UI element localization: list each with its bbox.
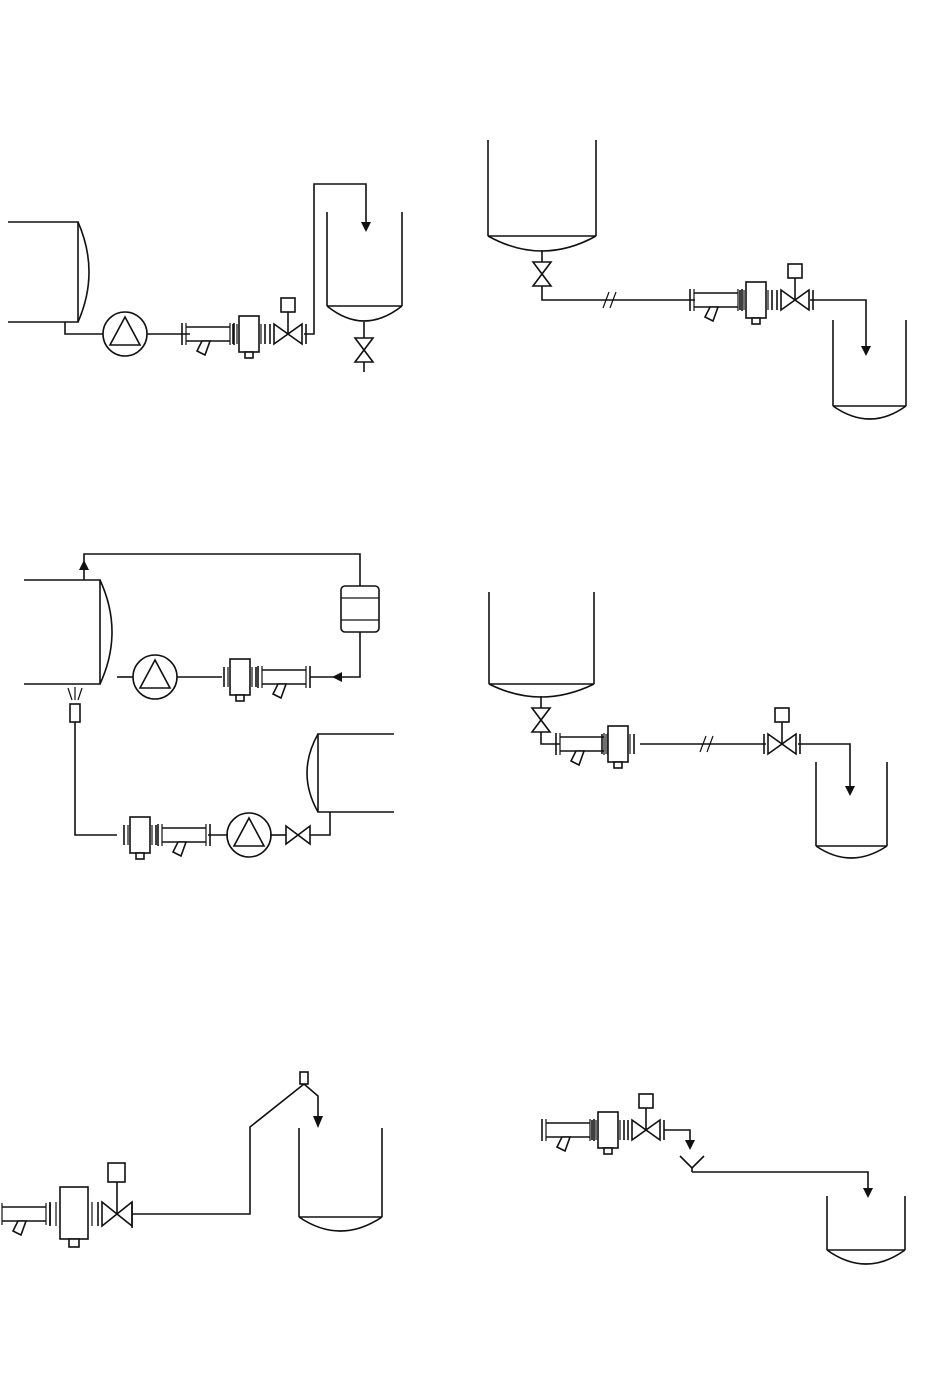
- flow-arrow-icon: [361, 222, 371, 232]
- strainer-icon: [542, 1119, 594, 1151]
- overhead-line: [132, 1072, 323, 1214]
- flow-meter-icon: [602, 726, 634, 768]
- pipe-line: [541, 696, 850, 792]
- strainer-icon: [690, 289, 742, 321]
- flow-arrow-icon: [313, 1116, 323, 1128]
- receiving-tank: [299, 1128, 382, 1231]
- horizontal-vessel: [8, 222, 89, 322]
- pipe-line: [65, 184, 366, 334]
- diagram-fill-via-funnel: [542, 1094, 905, 1264]
- pump-icon: [103, 312, 147, 356]
- strainer-icon: [0, 1203, 50, 1235]
- flow-meter-icon: [224, 659, 256, 701]
- flow-meter-icon: [233, 316, 265, 358]
- supply-tank: [489, 592, 594, 697]
- pump-icon: [227, 813, 271, 857]
- strainer-icon: [556, 733, 608, 765]
- drain-line: [355, 322, 373, 372]
- flow-arrow-icon: [861, 346, 871, 356]
- flow-meter-icon: [124, 817, 156, 859]
- funnel-icon: [680, 1156, 704, 1172]
- supply-tank: [488, 140, 596, 251]
- control-valve-icon: [102, 1163, 132, 1228]
- nozzle-icon: [68, 687, 82, 722]
- diagram-recirculation-and-transfer: [24, 554, 394, 859]
- pump-icon: [133, 655, 177, 699]
- control-valve-icon: [628, 1094, 664, 1140]
- diagram-pump-transfer-to-tank: [8, 184, 402, 372]
- flow-meter-icon: [50, 1187, 98, 1247]
- flow-arrow-icon: [685, 1140, 695, 1150]
- diagram-gravity-transfer-valve-at-end: [489, 592, 887, 858]
- strainer-icon: [182, 323, 234, 355]
- strainer-icon: [258, 666, 310, 698]
- horizontal-vessel: [24, 580, 112, 684]
- return-line: [79, 554, 360, 586]
- strainer-icon: [158, 824, 210, 856]
- hand-valve-icon: [533, 262, 551, 286]
- hand-valve-icon: [532, 708, 550, 732]
- control-valve-icon: [777, 264, 813, 310]
- flow-arrow-icon: [845, 786, 855, 796]
- pipe-line: [664, 1130, 695, 1150]
- pipe-line: [542, 250, 866, 352]
- pipe-line: [75, 722, 330, 835]
- second-vessel: [307, 734, 394, 812]
- flow-arrow-icon: [79, 560, 89, 570]
- control-valve-icon: [764, 708, 800, 754]
- receiving-tank: [816, 762, 887, 858]
- receiving-tank: [827, 1196, 905, 1264]
- flow-arrow-icon: [863, 1188, 873, 1198]
- drain-valve-icon: [355, 338, 373, 362]
- receiving-tank: [833, 320, 906, 419]
- hand-valve-icon: [286, 826, 310, 844]
- separator: [341, 586, 379, 632]
- diagram-gravity-transfer-long-line: [488, 140, 906, 419]
- control-valve-icon: [270, 298, 306, 344]
- flow-meter-icon: [740, 282, 772, 324]
- pipe-line: [692, 1172, 873, 1198]
- diagram-fill-with-overhead-line: [0, 1072, 382, 1247]
- flow-meter-icon: [592, 1112, 624, 1154]
- flow-arrow-icon: [332, 672, 342, 682]
